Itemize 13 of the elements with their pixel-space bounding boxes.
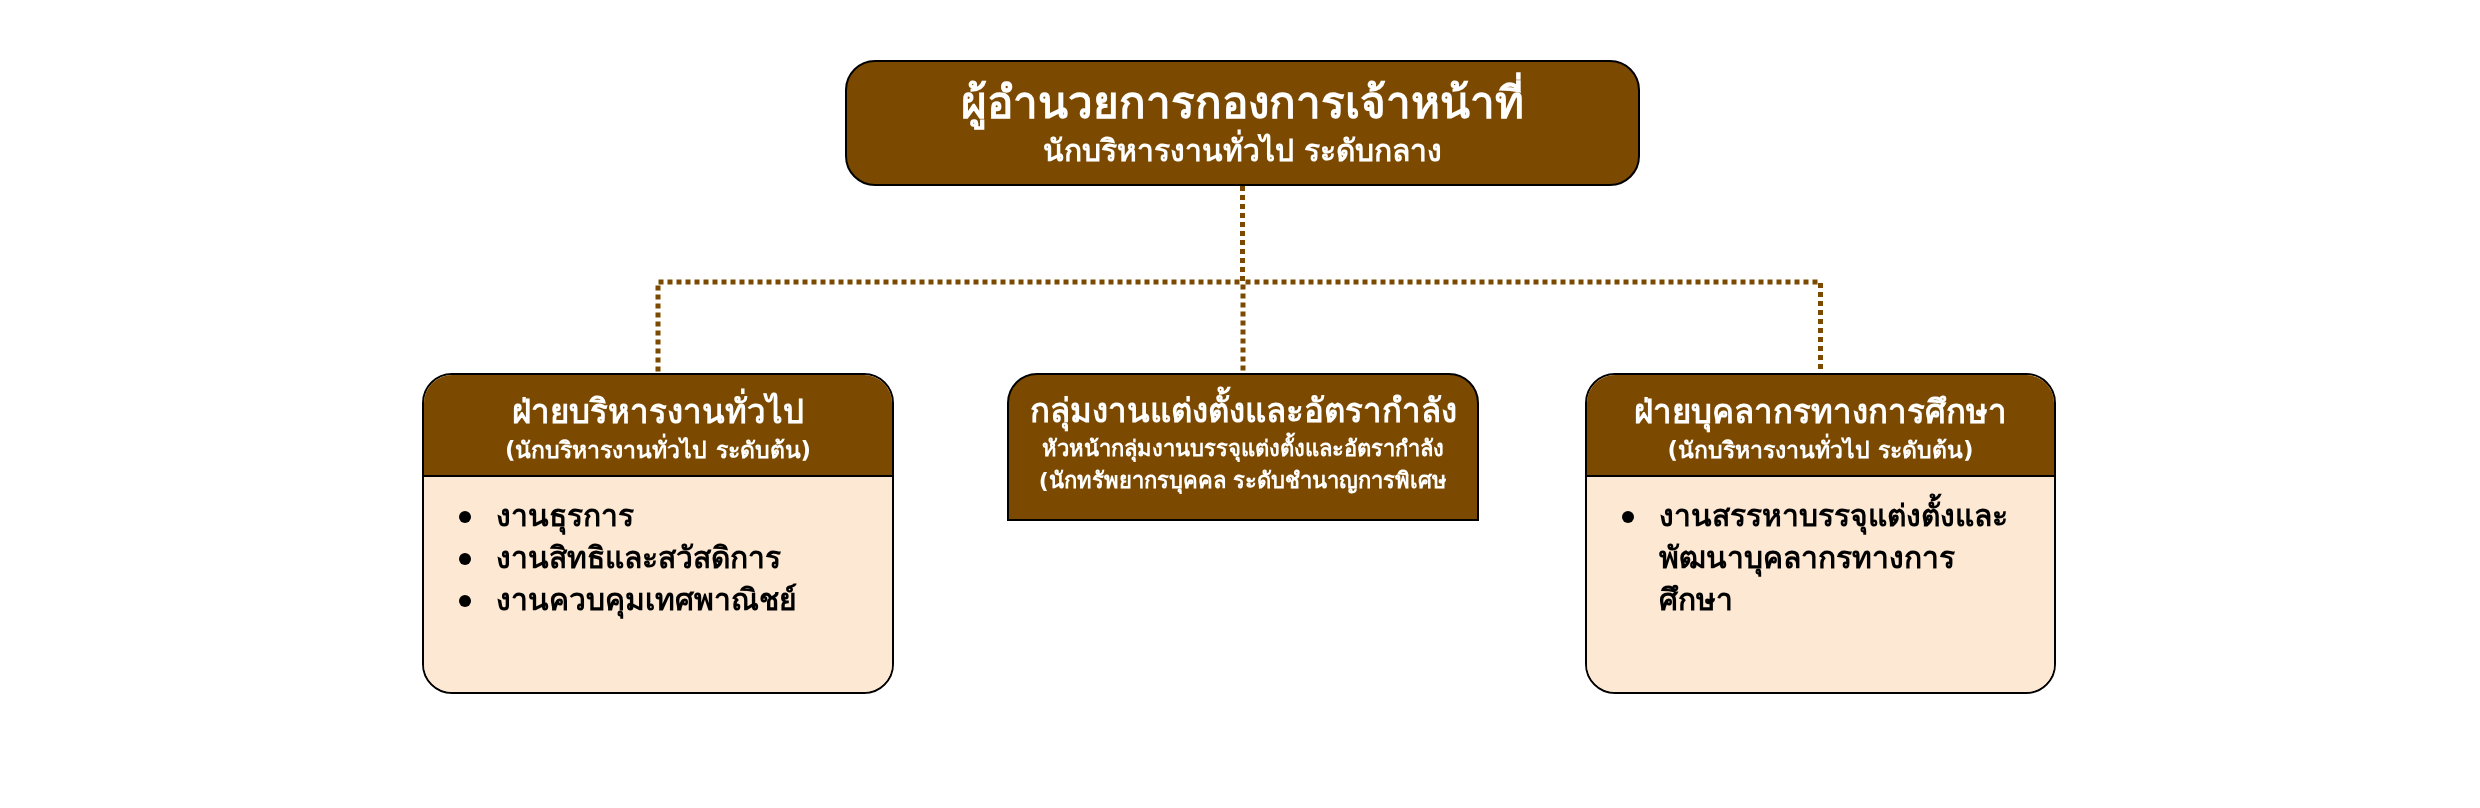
org-box <box>1585 373 2056 694</box>
box-subtitle: (นักบริหารงานทั่วไป ระดับต้น) <box>1587 435 2054 465</box>
org-box <box>422 373 894 694</box>
box-subtitle: หัวหน้ากลุ่มงานบรรจุแต่งตั้งและอัตรากำลัง <box>1009 433 1477 465</box>
list-item: งานสิทธิและสวัสดิการ <box>496 539 782 577</box>
list-item: งานธุรการ <box>496 497 635 537</box>
org-box <box>1007 373 1479 521</box>
box-subtitle: (นักบริหารงานทั่วไป ระดับต้น) <box>424 435 892 465</box>
org-box <box>845 60 1640 186</box>
box-subtitle: (นักทรัพยากรบุคคล ระดับชำนาญการพิเศษ <box>1037 467 1449 496</box>
list-item: งานสรรหาบรรจุแต่งตั้งและพัฒนาบุคลากรทางการศึกษา <box>1659 495 2024 621</box>
box-title: ฝ่ายบุคลากรทางการศึกษา <box>1633 391 2008 433</box>
list-item: งานควบคุมเทศพาณิชย์ <box>496 581 798 621</box>
